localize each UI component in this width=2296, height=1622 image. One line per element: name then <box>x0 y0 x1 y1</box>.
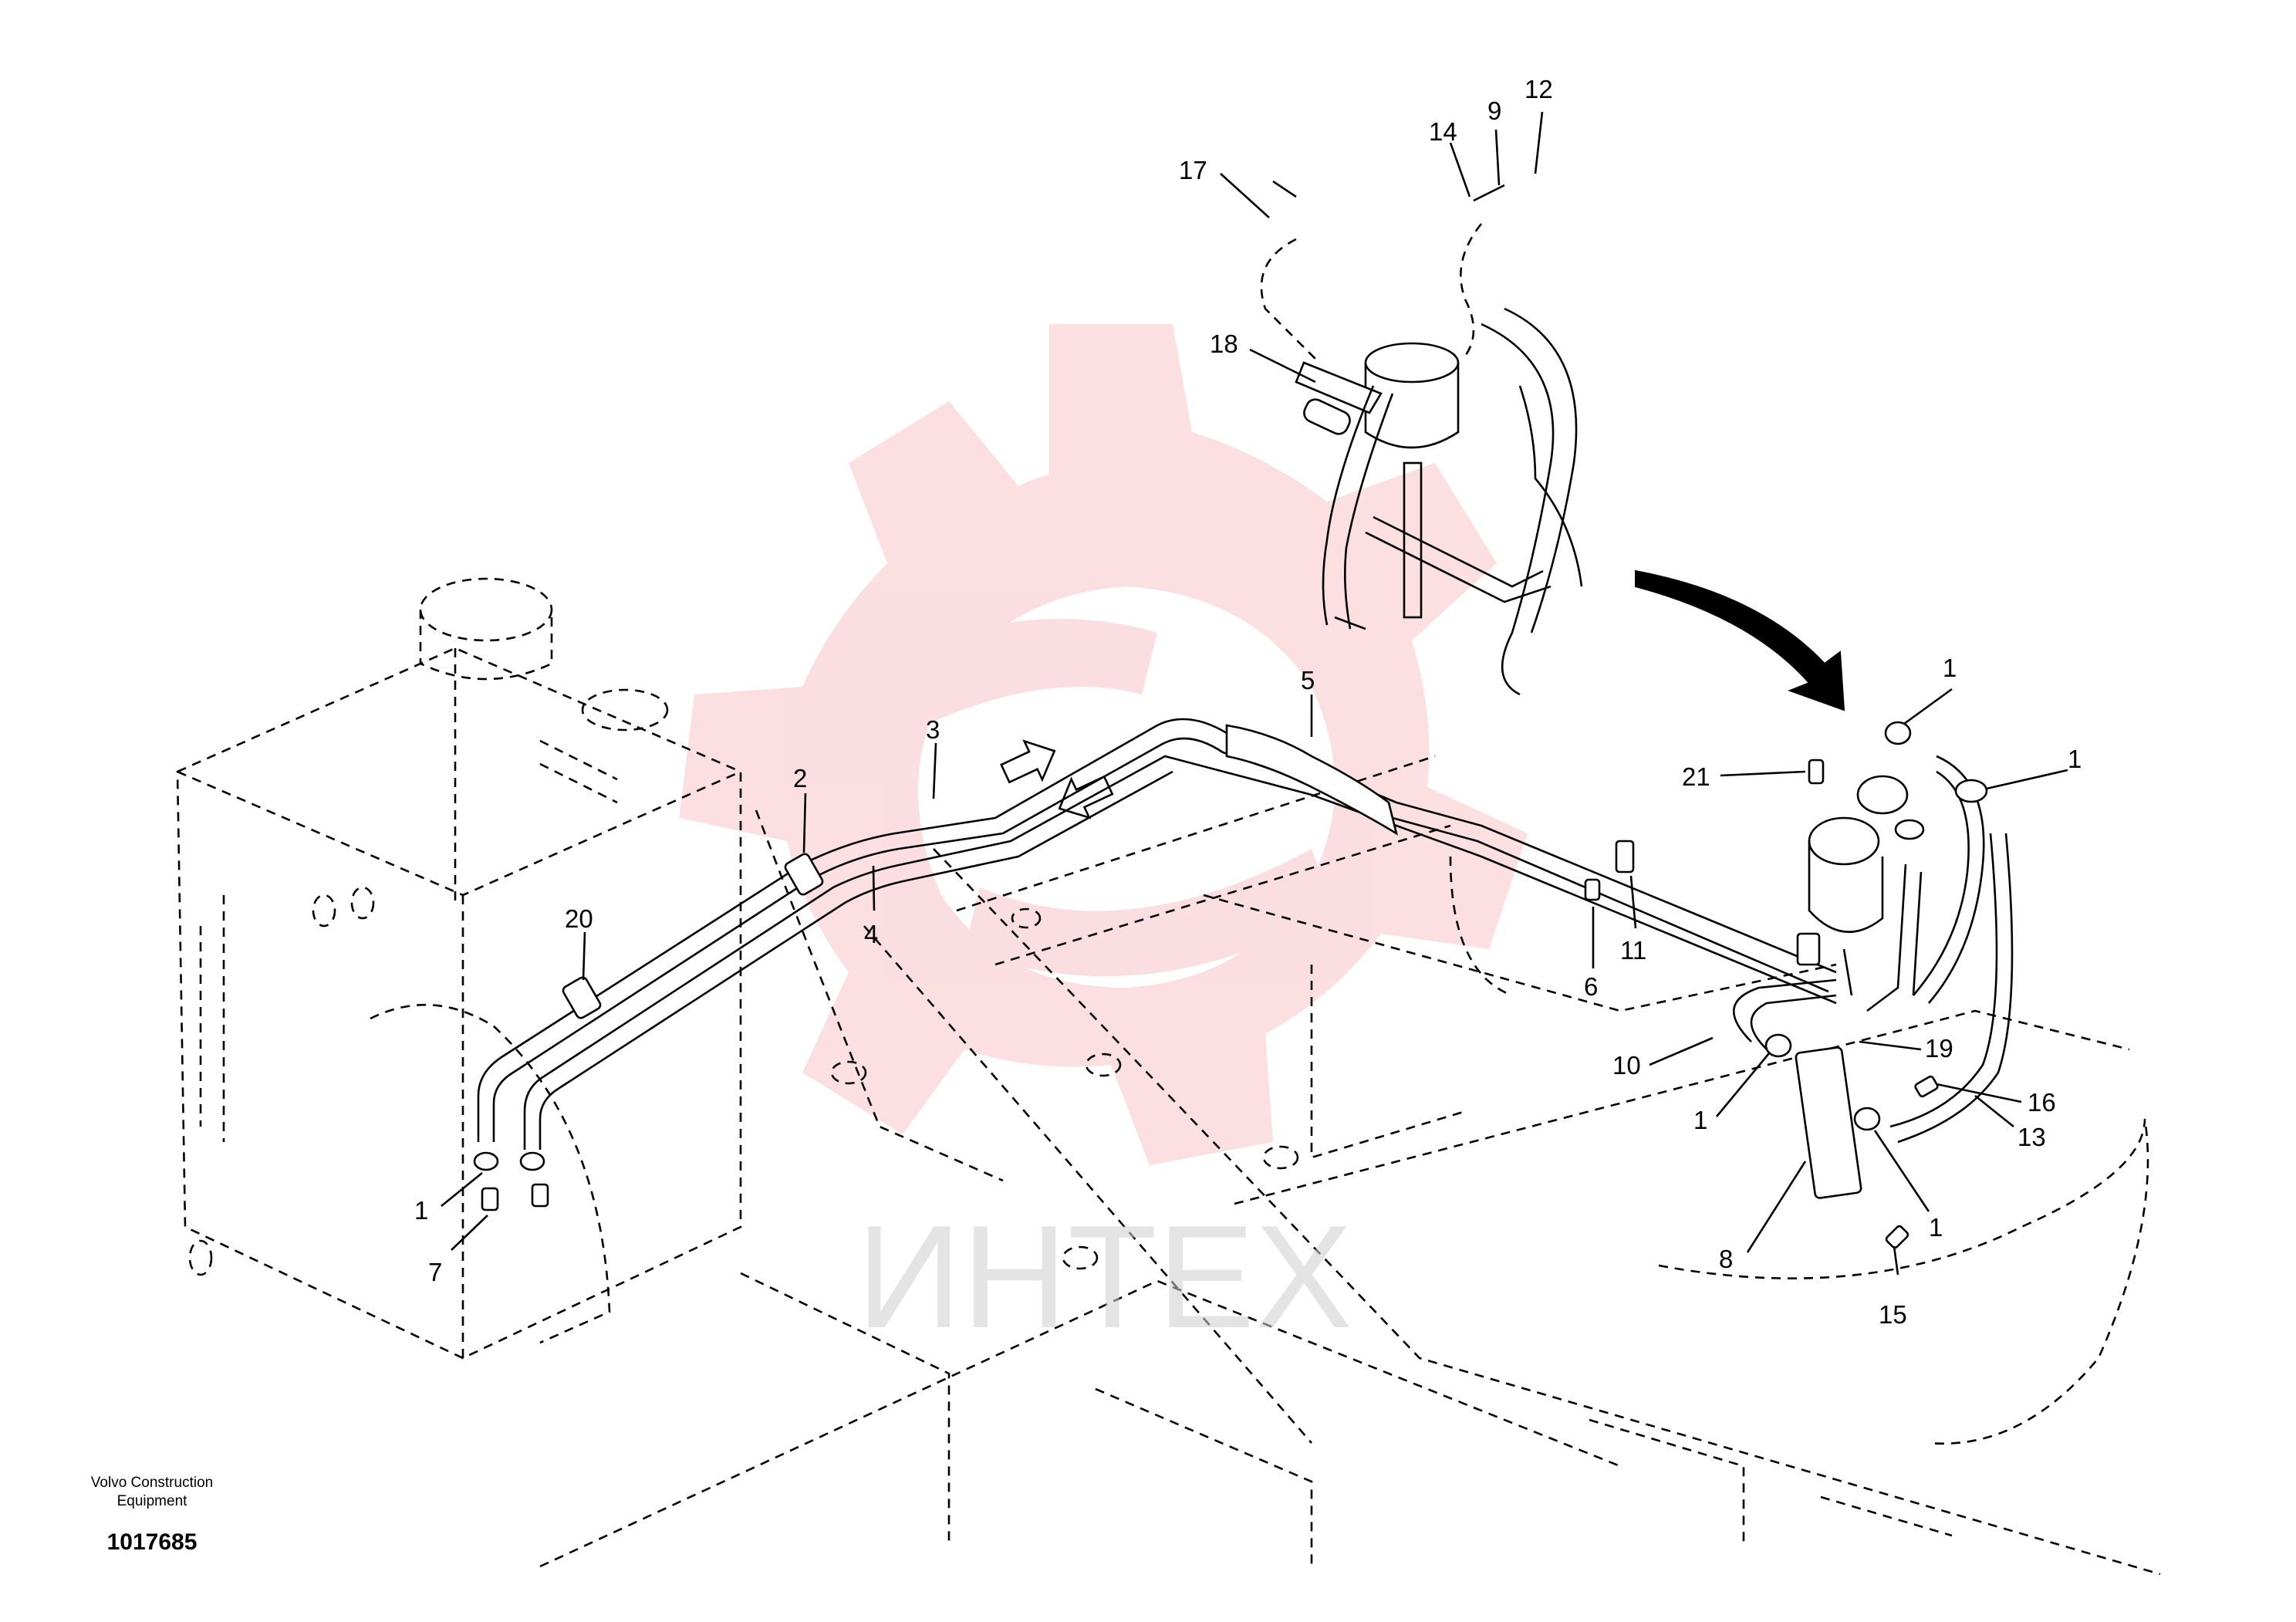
callout-4: 4 <box>864 920 878 948</box>
right-filter-assembly <box>1584 721 2014 1249</box>
drawing-footer: Volvo Construction Equipment 1017685 <box>48 1474 256 1556</box>
top-filter-assembly <box>1260 180 1583 696</box>
callout-19: 19 <box>1925 1034 1953 1063</box>
callout-13: 13 <box>2017 1123 2046 1151</box>
drawing-number: 1017685 <box>106 1529 198 1555</box>
watermark-gear-swoosh <box>964 849 1335 977</box>
callout-7: 7 <box>428 1258 442 1286</box>
watermark-gear-logo <box>679 324 1528 1165</box>
callout-9: 9 <box>1487 96 1501 125</box>
callout-2: 2 <box>793 764 807 792</box>
callout-1-left: 1 <box>414 1196 428 1225</box>
hose-part-5 <box>1225 724 1399 836</box>
callout-18: 18 <box>1210 329 1238 358</box>
callout-labels: 17 14 9 12 18 5 3 2 4 20 1 7 1 1 21 6 11… <box>414 75 2082 1329</box>
callout-11: 11 <box>1620 936 1646 965</box>
callout-1-mid: 1 <box>1693 1106 1707 1134</box>
callout-20: 20 <box>565 904 593 933</box>
callout-21: 21 <box>1682 762 1710 791</box>
callout-15: 15 <box>1879 1300 1907 1329</box>
callout-3: 3 <box>926 715 940 744</box>
callout-8: 8 <box>1719 1245 1733 1273</box>
clamp-part-20 <box>562 976 602 1019</box>
watermark-text: ИНТЕХ <box>856 1195 1352 1359</box>
manufacturer-name-line1: Volvo Construction <box>90 1475 214 1491</box>
watermark-gear <box>679 324 1528 1165</box>
manufacturer-name-line2: Equipment <box>116 1493 187 1509</box>
callout-16: 16 <box>2028 1088 2056 1117</box>
flow-arrow <box>1058 775 1114 819</box>
left-fittings <box>473 1151 549 1211</box>
fuel-line-assembly <box>477 718 1837 1150</box>
watermark-gear-swoosh <box>802 619 1157 756</box>
clamp-part-2 <box>784 853 824 896</box>
callout-12: 12 <box>1524 75 1553 103</box>
direction-arrow <box>1635 569 1845 711</box>
callout-1-bottom: 1 <box>1929 1213 1943 1242</box>
callout-6: 6 <box>1584 972 1598 1001</box>
callout-1-top-right: 1 <box>1943 654 1957 682</box>
clamp-left <box>1796 932 1821 966</box>
machine-frame-outline <box>176 577 2161 1576</box>
clamp-part-11 <box>1615 840 1635 874</box>
flow-arrow <box>1000 739 1056 784</box>
callout-14: 14 <box>1429 117 1457 146</box>
callout-1-far-right: 1 <box>2068 745 2082 773</box>
callout-10: 10 <box>1612 1051 1641 1080</box>
bracket-part-8 <box>1795 1046 1862 1199</box>
leader-lines <box>441 111 2068 1276</box>
callout-5: 5 <box>1301 666 1315 694</box>
callout-17: 17 <box>1179 156 1207 184</box>
